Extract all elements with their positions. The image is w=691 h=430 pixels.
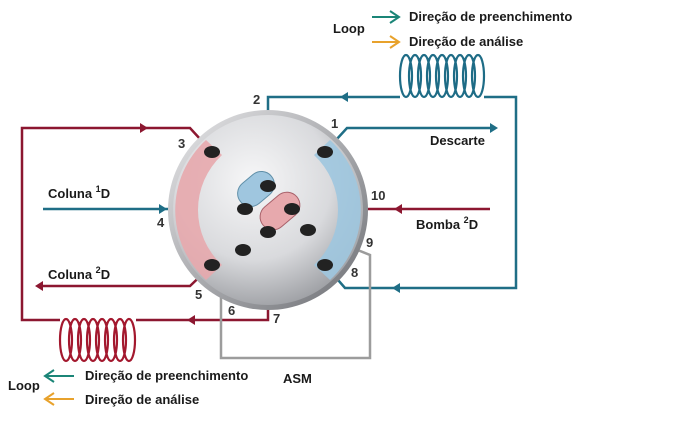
port-10-label: 10 — [371, 188, 385, 203]
arrow-icon — [159, 204, 167, 214]
arrow-icon — [35, 123, 402, 325]
bomba-2d-label: Bomba 2D — [416, 215, 478, 232]
port-numbers: 1 2 3 4 5 6 7 8 9 10 — [157, 92, 385, 326]
port-4-label: 4 — [157, 215, 165, 230]
legend-top-fill-label: Direção de preenchimento — [409, 9, 572, 24]
legend-bottom-fill-label: Direção de preenchimento — [85, 368, 248, 383]
port-8-label: 8 — [351, 265, 358, 280]
port-7-label: 7 — [273, 311, 280, 326]
arrow-icon — [372, 10, 401, 24]
arrow-icon — [43, 392, 74, 406]
port-3-label: 3 — [178, 136, 185, 151]
port-6-label: 6 — [228, 303, 235, 318]
legend-bottom-analysis-label: Direção de análise — [85, 392, 199, 407]
port-5-label: 5 — [195, 287, 202, 302]
port-9-label: 9 — [366, 235, 373, 250]
port-1-label: 1 — [331, 116, 338, 131]
legend-top-loop-label: Loop — [333, 21, 365, 36]
descarte-label: Descarte — [430, 133, 485, 148]
arrow-icon — [43, 369, 74, 383]
legend-bottom-loop-label: Loop — [8, 378, 40, 393]
asm-label: ASM — [283, 371, 312, 386]
arrow-icon — [340, 92, 498, 293]
rotary-valve-icon — [168, 110, 368, 310]
coluna-1d-label: Coluna 1D — [48, 184, 110, 201]
legend-top: Loop Direção de preenchimento Direção de… — [333, 9, 572, 49]
coil-icon — [58, 317, 137, 363]
coil-icon — [398, 53, 486, 99]
arrow-icon — [372, 35, 401, 49]
legend-top-analysis-label: Direção de análise — [409, 34, 523, 49]
legend-bottom: Loop Direção de preenchimento Direção de… — [8, 368, 248, 407]
port-2-label: 2 — [253, 92, 260, 107]
coluna-2d-label: Coluna 2D — [48, 265, 110, 282]
